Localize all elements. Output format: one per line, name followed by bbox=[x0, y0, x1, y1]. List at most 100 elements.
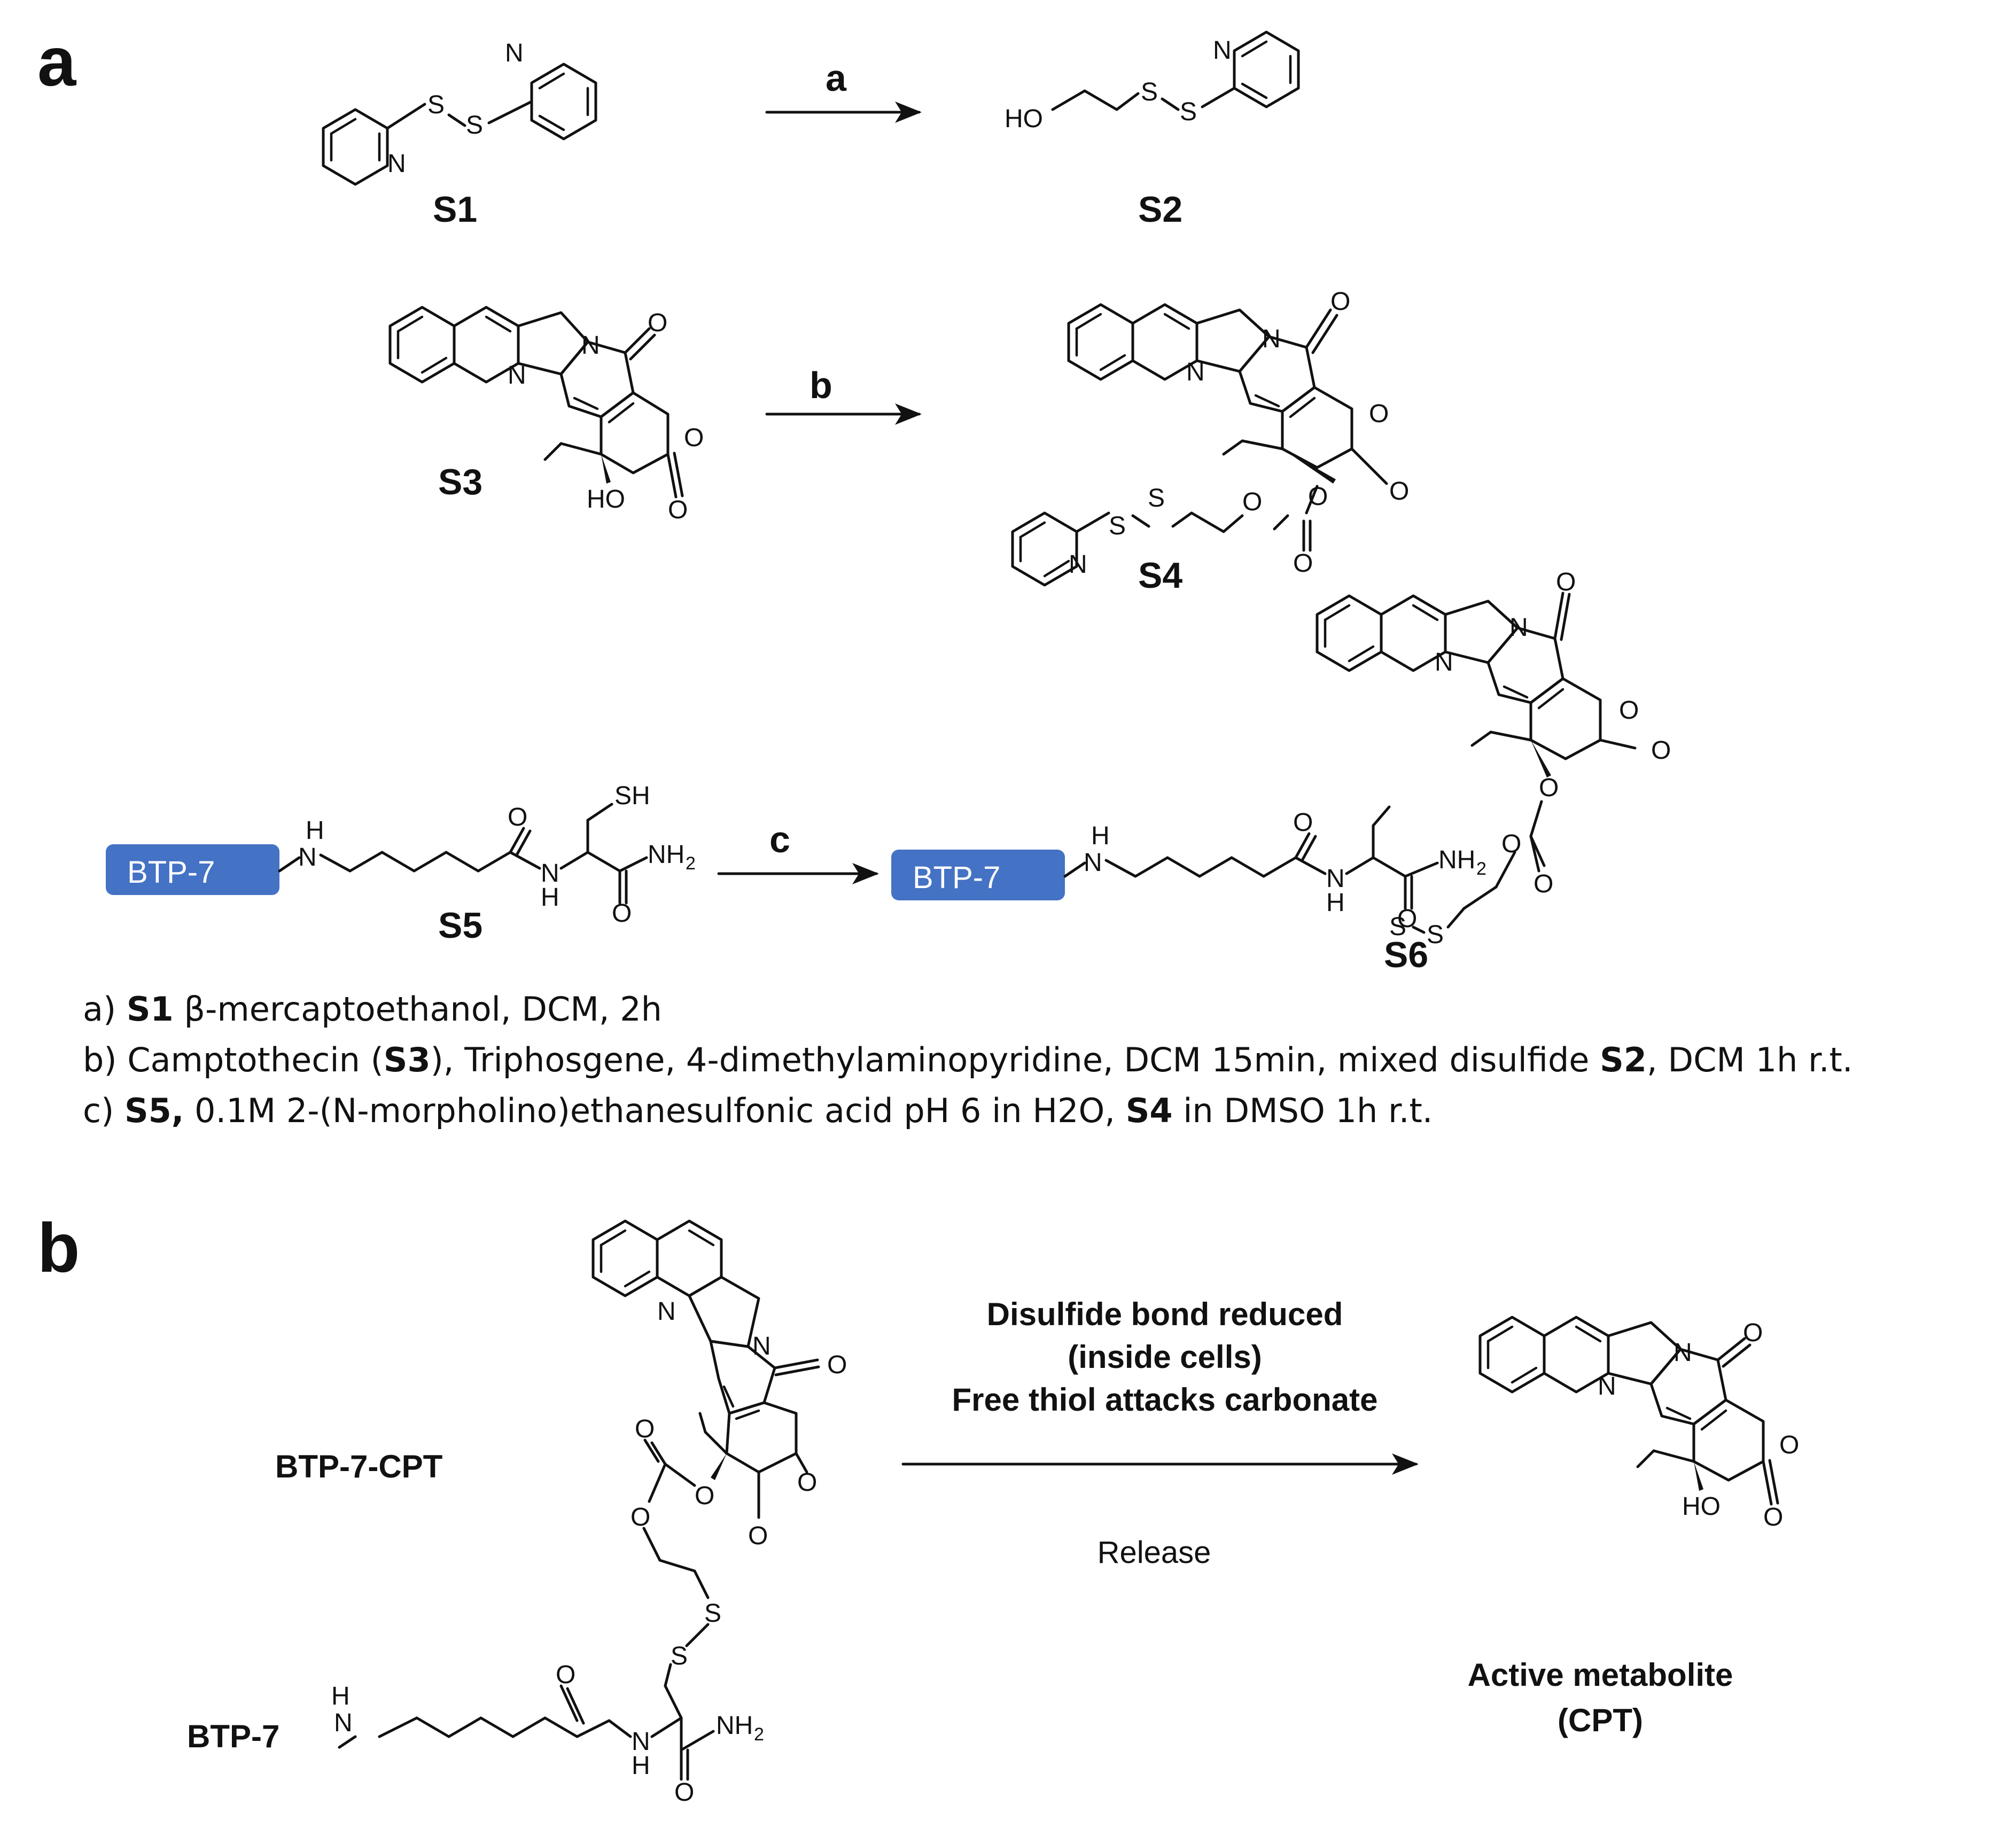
cpt-b-amide-n: N bbox=[632, 1728, 650, 1756]
label-s2: S2 bbox=[1138, 189, 1182, 230]
s6-carbonate-oxygen: O bbox=[1501, 830, 1521, 858]
s6-nitrogen-amide: N bbox=[1509, 613, 1528, 642]
s2-sulfur-1: S bbox=[1141, 78, 1158, 106]
label-s1: S1 bbox=[433, 189, 477, 230]
s4-carbonate-oxygen: O bbox=[1242, 488, 1262, 516]
s3-nitrogen-amide: N bbox=[581, 331, 600, 360]
arrow-label-a: a bbox=[826, 57, 847, 99]
s4-ester-oxygen: O bbox=[1308, 483, 1328, 511]
condition-compound-ref: S3 bbox=[384, 1040, 431, 1079]
arrow-text-line-1: Disulfide bond reduced bbox=[987, 1296, 1343, 1332]
s6-amide-h: H bbox=[1326, 889, 1345, 917]
arrow-label-c: c bbox=[769, 819, 790, 860]
cpt-b-amide-h: H bbox=[632, 1752, 650, 1780]
s4-pyridine-nitrogen: N bbox=[1069, 550, 1087, 579]
condition-line: a) S1 β-mercaptoethanol, DCM, 2h bbox=[83, 990, 662, 1029]
cpt-b-sulfur-2: S bbox=[671, 1642, 688, 1670]
s1-sulfur-1: S bbox=[427, 91, 445, 119]
cpt-product-lactone-carbonyl: O bbox=[1763, 1503, 1783, 1531]
label-s5: S5 bbox=[438, 905, 482, 946]
s5-terminal-amine-sub: 2 bbox=[686, 853, 696, 874]
cpt-b-terminal-amine-sub: 2 bbox=[754, 1724, 764, 1745]
arrow-text-release: Release bbox=[1097, 1535, 1211, 1570]
s6-peptide-label: BTP-7 bbox=[913, 860, 1000, 895]
s4-nitrogen-amide: N bbox=[1262, 325, 1281, 353]
condition-compound-ref: S4 bbox=[1126, 1091, 1173, 1130]
s4-carbonate-carbonyl: O bbox=[1293, 549, 1313, 578]
product-label-2: (CPT) bbox=[1558, 1702, 1643, 1738]
label-s4: S4 bbox=[1138, 555, 1182, 596]
s6-amide-oxygen: O bbox=[1293, 808, 1313, 837]
structure-s5 bbox=[278, 803, 648, 905]
s6-terminal-oxygen: O bbox=[1397, 905, 1417, 933]
structure-s4 bbox=[1011, 303, 1388, 587]
s3-carbonyl-oxygen: O bbox=[648, 309, 667, 337]
condition-prefix: a) bbox=[83, 990, 127, 1029]
s6-amine-n: N bbox=[1084, 849, 1102, 877]
product-label-1: Active metabolite bbox=[1468, 1657, 1733, 1693]
s6-lactone-oxygen: O bbox=[1619, 696, 1639, 725]
s4-lactone-carbonyl: O bbox=[1389, 477, 1409, 505]
s6-terminal-amine-sub: 2 bbox=[1476, 859, 1486, 879]
condition-compound-ref: S2 bbox=[1600, 1040, 1647, 1079]
s5-amide-h: H bbox=[541, 883, 559, 912]
s5-terminal-oxygen: O bbox=[612, 899, 632, 928]
label-s3: S3 bbox=[438, 462, 482, 502]
structure-s2 bbox=[1051, 30, 1300, 111]
s4-sulfur-2: S bbox=[1109, 512, 1126, 540]
condition-text: in DMSO 1h r.t. bbox=[1172, 1091, 1433, 1130]
arrow-label-b: b bbox=[809, 364, 832, 406]
cpt-b-ester-oxygen: O bbox=[695, 1482, 714, 1510]
s6-lactone-carbonyl: O bbox=[1651, 736, 1671, 765]
s3-lactone-carbonyl: O bbox=[668, 496, 688, 524]
panel-label-a: a bbox=[37, 22, 77, 100]
condition-compound-ref: S5, bbox=[124, 1091, 184, 1130]
condition-text: Camptothecin ( bbox=[127, 1040, 384, 1079]
s6-amine-h: H bbox=[1091, 822, 1110, 850]
cpt-b-terminal-amine: NH bbox=[716, 1712, 753, 1740]
structure-s3 bbox=[388, 306, 684, 499]
cpt-b-sulfur-1: S bbox=[704, 1599, 721, 1628]
condition-line: c) S5, 0.1M 2-(N-morpholino)ethanesulfon… bbox=[83, 1091, 1433, 1130]
s6-carbonyl-oxygen: O bbox=[1556, 568, 1576, 596]
s4-sulfur-1: S bbox=[1148, 484, 1165, 512]
condition-line: b) Camptothecin (S3), Triphosgene, 4-dim… bbox=[83, 1040, 1853, 1079]
s4-lactone-oxygen: O bbox=[1369, 400, 1389, 428]
structure-s6-linker bbox=[1063, 805, 1439, 910]
s5-amide-oxygen: O bbox=[508, 803, 527, 831]
peptide-label-b: BTP-7 bbox=[187, 1718, 279, 1754]
structure-cpt-product bbox=[1478, 1316, 1779, 1506]
cpt-b-amine-h: H bbox=[331, 1682, 350, 1710]
condition-prefix: c) bbox=[83, 1091, 124, 1130]
cpt-b-amide-oxygen: O bbox=[556, 1661, 575, 1689]
cpt-b-terminal-oxygen: O bbox=[674, 1778, 694, 1807]
s5-peptide-box bbox=[106, 844, 279, 895]
s5-amine-n: N bbox=[298, 843, 317, 872]
s3-nitrogen-ring: N bbox=[508, 361, 526, 390]
cpt-b-lactone-carbonyl: O bbox=[748, 1522, 768, 1550]
panel-label-b: b bbox=[37, 1209, 80, 1287]
condition-text: 0.1M 2-(N-morpholino)ethanesulfonic acid… bbox=[184, 1091, 1125, 1130]
cpt-product-lactone-oxygen: O bbox=[1779, 1431, 1799, 1459]
label-s6: S6 bbox=[1384, 935, 1428, 975]
s1-sulfur-2: S bbox=[466, 111, 483, 139]
condition-text: β-mercaptoethanol, DCM, 2h bbox=[174, 990, 662, 1029]
s3-hydroxyl: HO bbox=[587, 485, 625, 514]
condition-text: ), Triphosgene, 4-dimethylaminopyridine,… bbox=[431, 1040, 1600, 1079]
cpt-b-carbonate-carbonyl: O bbox=[635, 1415, 655, 1443]
cpt-product-nitrogen-amide: N bbox=[1673, 1339, 1692, 1367]
structure-s1 bbox=[322, 63, 597, 186]
s6-sulfur-2: S bbox=[1389, 913, 1406, 941]
s5-amide-n: N bbox=[541, 859, 559, 888]
cpt-b-carbonate-oxygen: O bbox=[631, 1503, 650, 1531]
s4-carbonyl-oxygen: O bbox=[1330, 287, 1350, 316]
s2-nitrogen: N bbox=[1213, 36, 1232, 65]
s6-sulfur-1: S bbox=[1427, 921, 1444, 949]
s5-peptide-label: BTP-7 bbox=[127, 855, 215, 890]
cpt-product-hydroxyl: HO bbox=[1682, 1492, 1721, 1521]
condition-text: , DCM 1h r.t. bbox=[1647, 1040, 1853, 1079]
condition-prefix: b) bbox=[83, 1040, 127, 1079]
s3-lactone-oxygen: O bbox=[684, 424, 704, 452]
s6-amide-n: N bbox=[1326, 865, 1345, 893]
